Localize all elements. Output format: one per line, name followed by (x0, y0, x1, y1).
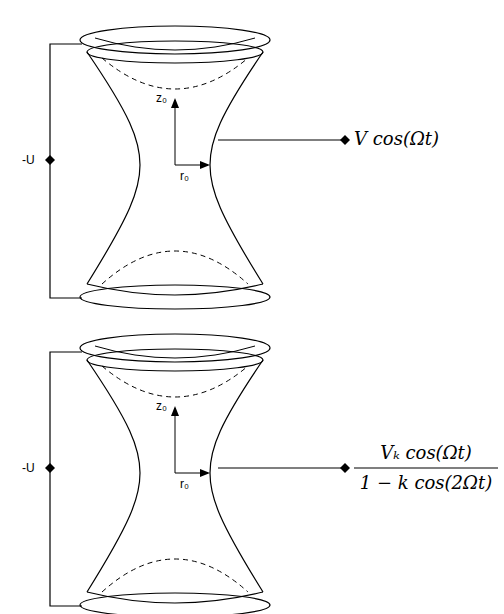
voltage-label: -U (22, 154, 35, 167)
signal-denominator: 1 − k cos(2Ωt) (353, 473, 499, 493)
dimension-label: r₀ (180, 170, 189, 183)
voltage-label: -U (22, 462, 35, 475)
dimension-label: z₀ (156, 92, 167, 105)
signal-label: V cos(Ωt) (354, 129, 439, 149)
dimension-label: z₀ (156, 400, 167, 413)
signal-numerator: Vₖ cos(Ωt) (353, 443, 499, 463)
dimension-label: r₀ (180, 478, 189, 491)
